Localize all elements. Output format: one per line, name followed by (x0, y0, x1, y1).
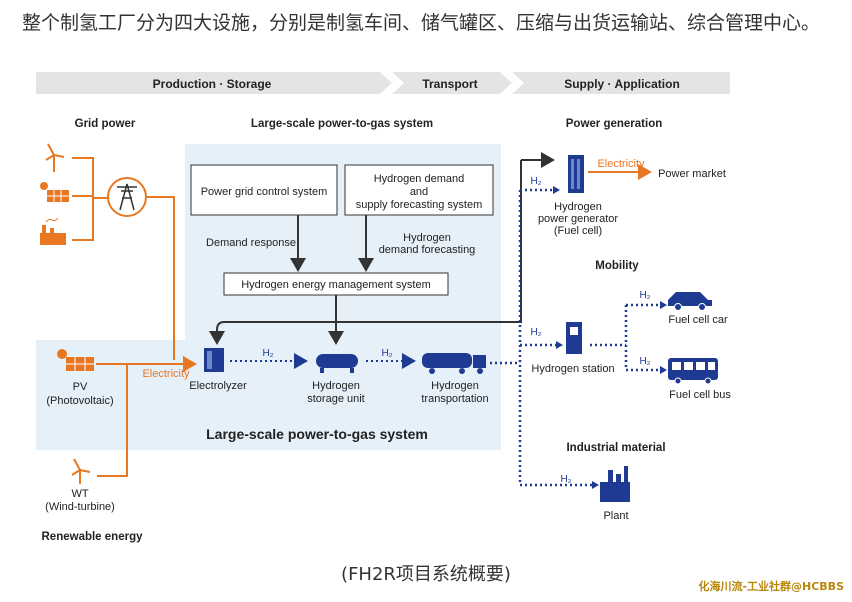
generator-label-2: power generator (538, 213, 618, 225)
tanker-truck-icon (422, 353, 486, 374)
power-generation-label: Power generation (566, 118, 663, 130)
hydrogen-station-icon (566, 322, 582, 354)
band-transport (392, 72, 512, 94)
forecast-line-3: supply forecasting system (356, 199, 483, 211)
plant-icon (600, 466, 630, 502)
fuel-cell-generator-icon (568, 155, 584, 193)
h2-label-bus: H₂ (639, 356, 650, 367)
station-label: Hydrogen station (531, 363, 614, 375)
header-bands: Production · Storage Transport Supply · … (36, 72, 730, 94)
power-market-label: Power market (658, 168, 726, 180)
h2-label-gen: H₂ (530, 176, 541, 187)
renewable-energy-label: Renewable energy (42, 531, 144, 543)
demand-forecast-line-1: Hydrogen (403, 232, 451, 244)
pv-sublabel: (Photovoltaic) (46, 395, 113, 407)
demand-forecast-line-2: demand forecasting (379, 244, 476, 256)
wt-sublabel: (Wind-turbine) (45, 501, 115, 513)
wt-label: WT (71, 488, 88, 500)
band-production-storage (36, 72, 392, 94)
transmission-tower-icon (107, 177, 147, 217)
hems-label: Hydrogen energy management system (241, 279, 431, 291)
power-grid-control-label: Power grid control system (201, 186, 328, 198)
transport-label-2: transportation (421, 393, 488, 405)
storage-tank-icon (316, 354, 358, 373)
car-icon (668, 292, 712, 311)
solar-panel-icon (40, 182, 69, 202)
car-label: Fuel cell car (668, 314, 728, 326)
h2-label-car: H₂ (639, 290, 650, 301)
generator-label-1: Hydrogen (554, 201, 602, 213)
pv-solar-icon (57, 349, 94, 371)
factory-icon (40, 217, 66, 245)
bus-icon (668, 358, 718, 385)
h2-label-1: H₂ (262, 348, 273, 359)
h2-label-station: H₂ (530, 327, 541, 338)
pv-label: PV (73, 381, 88, 393)
band-label-production: Production · Storage (153, 77, 272, 91)
transport-label-1: Hydrogen (431, 380, 479, 392)
power-grid-control-box (190, 164, 338, 216)
mobility-label: Mobility (595, 260, 639, 272)
electricity-label-left: Electricity (142, 368, 190, 380)
band-supply (512, 72, 730, 94)
generator-label-3: (Fuel cell) (554, 225, 602, 237)
bus-label: Fuel cell bus (669, 389, 731, 401)
forecast-system-box (344, 164, 494, 216)
grid-power-label: Grid power (75, 118, 136, 130)
electricity-label-right: Electricity (597, 158, 645, 170)
system-title-top: Large-scale power-to-gas system (251, 118, 433, 130)
storage-label-1: Hydrogen (312, 380, 360, 392)
electrolyzer-label: Electrolyzer (189, 380, 247, 392)
industrial-material-label: Industrial material (566, 442, 665, 454)
h2-label-plant: H₂ (560, 474, 571, 485)
electrolyzer-icon (204, 348, 224, 372)
forecast-line-2: and (410, 186, 428, 198)
forecast-line-1: Hydrogen demand (374, 173, 465, 185)
h2-distribution-network (490, 188, 662, 487)
band-label-supply: Supply · Application (564, 77, 680, 91)
plant-label: Plant (603, 510, 628, 522)
figure-caption: (FH2R项目系统概要) (341, 564, 511, 585)
storage-label-2: storage unit (307, 393, 364, 405)
h2-label-2: H₂ (381, 348, 392, 359)
wind-turbine-icon (45, 143, 65, 172)
watermark: 化海川流-工业社群@HCBBS (698, 580, 844, 593)
system-title-bottom: Large-scale power-to-gas system (206, 426, 428, 442)
band-label-transport: Transport (422, 77, 477, 91)
wt-turbine-icon (71, 458, 91, 484)
intro-paragraph: 整个制氢工厂分为四大设施，分别是制氢车间、储气罐区、压缩与出货运输站、综合管理中… (22, 12, 821, 34)
demand-response-label: Demand response (206, 237, 296, 249)
